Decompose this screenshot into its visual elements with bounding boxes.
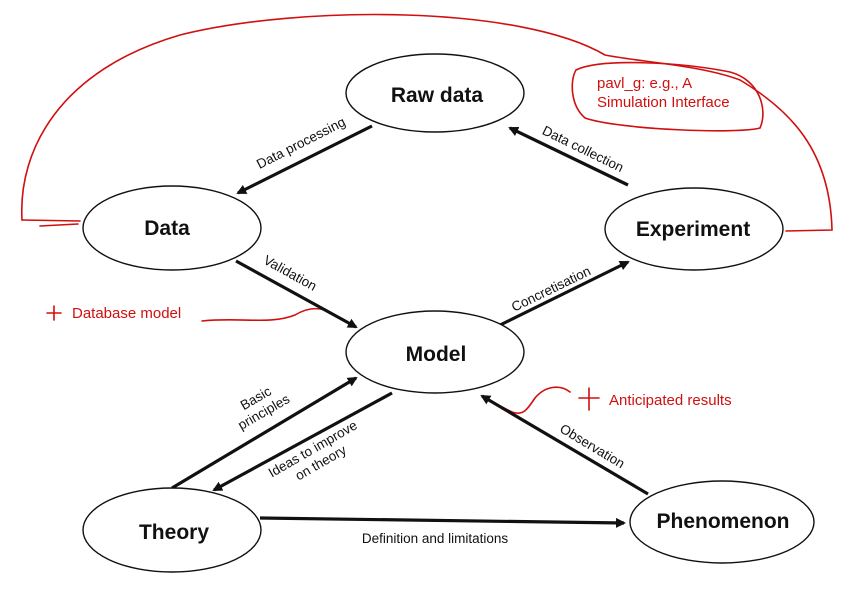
arrow-data-processing (236, 124, 373, 195)
arrow-concretisation (491, 260, 630, 331)
nodes (82, 53, 815, 573)
node-experiment-shape (604, 187, 784, 271)
plus-icon-anticipated (578, 387, 600, 411)
edge-label-concretisation: Concretisation (509, 263, 593, 314)
arrow-validation (235, 259, 358, 329)
node-labels: Raw data Data Experiment Model Theory Ph… (139, 84, 790, 544)
node-phenomenon-shape (629, 480, 815, 564)
edge-label-definition: Definition and limitations (362, 531, 509, 546)
comment-line-2: Simulation Interface (597, 94, 730, 111)
arrow-basic-principles (171, 376, 358, 490)
node-data-shape (82, 185, 262, 271)
anticipated-results-annotation: Anticipated results (609, 392, 732, 409)
node-model-shape (345, 310, 525, 394)
comment-line-1: pavl_g: e.g., A (597, 75, 692, 92)
arrow-ideas-to-improve (212, 391, 393, 492)
anticipated-results-stroke (499, 386, 571, 414)
handwritten-annotations (20, 13, 833, 414)
comment-box-stroke (571, 61, 764, 132)
arrow-data-collection (508, 126, 629, 187)
node-data-label: Data (144, 217, 190, 240)
node-raw-data-shape (345, 53, 525, 133)
database-model-underline (201, 307, 326, 322)
arrow-definition (259, 516, 626, 528)
node-theory-label: Theory (139, 521, 209, 544)
node-model-label: Model (406, 343, 467, 366)
data-underline-stroke (21, 219, 81, 227)
node-phenomenon-label: Phenomenon (656, 510, 789, 533)
node-theory-shape (82, 487, 262, 573)
database-model-annotation: Database model (72, 305, 181, 322)
edge-label-validation: Validation (261, 252, 319, 293)
big-loop-stroke (20, 13, 833, 232)
edges (171, 124, 649, 528)
node-raw-data-label: Raw data (391, 84, 484, 107)
arrow-observation (480, 394, 649, 496)
annotation-texts: pavl_g: e.g., A Simulation Interface Dat… (72, 75, 732, 409)
node-experiment-label: Experiment (636, 218, 750, 241)
plus-icon-database (46, 305, 62, 321)
